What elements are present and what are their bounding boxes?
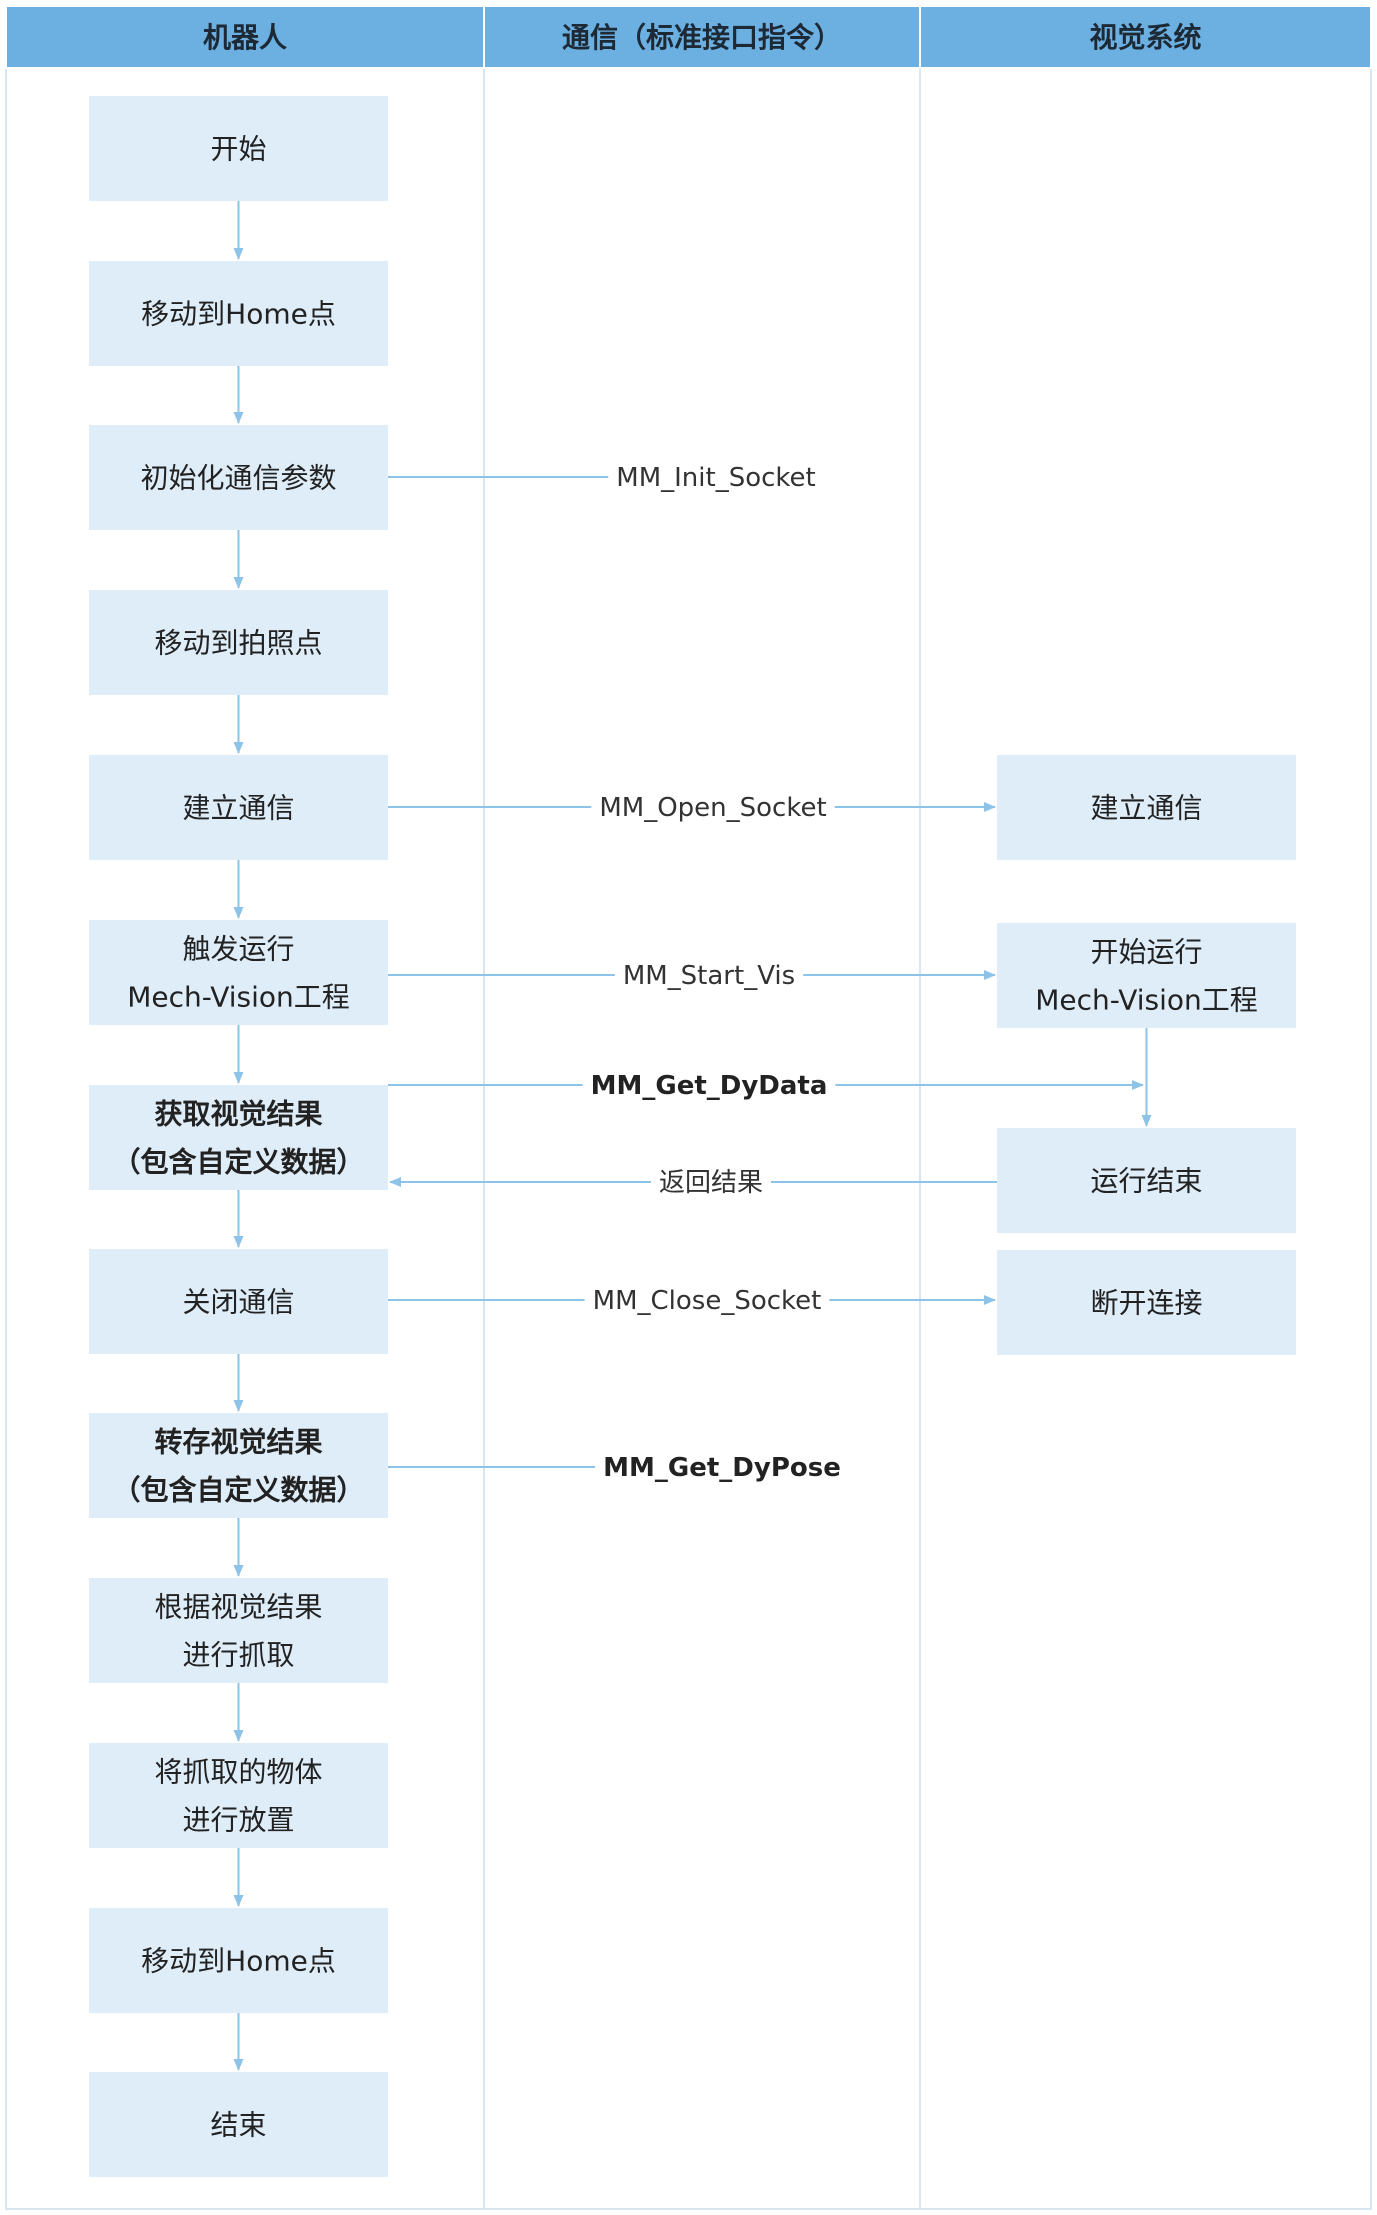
command-label-bg <box>608 461 824 495</box>
node-box <box>997 755 1296 860</box>
node-box <box>89 1578 388 1683</box>
node-v_disconnect: 断开连接 <box>997 1250 1296 1355</box>
node-connect: 建立通信 <box>89 755 388 860</box>
node-label: 触发运行 <box>182 933 294 966</box>
command-label-cmd_getpose: MM_Get_DyPose <box>603 1453 841 1483</box>
command-label-cmd_start: MM_Start_Vis <box>623 961 795 991</box>
node-label: （包含自定义数据） <box>112 1474 364 1507</box>
node-box <box>89 920 388 1025</box>
node-home1: 移动到Home点 <box>89 261 388 366</box>
node-box <box>89 1743 388 1848</box>
node-close: 关闭通信 <box>89 1249 388 1354</box>
node-label: 进行放置 <box>182 1804 294 1837</box>
command-label-bg <box>582 1069 836 1103</box>
lane-header-robot: 机器人 <box>5 5 485 69</box>
node-box <box>89 1413 388 1518</box>
node-label: 根据视觉结果 <box>154 1591 322 1624</box>
node-v_done: 运行结束 <box>997 1128 1296 1233</box>
node-label: Mech-Vision工程 <box>1035 984 1258 1017</box>
node-label: 初始化通信参数 <box>140 462 336 495</box>
node-box <box>997 923 1296 1028</box>
node-label: 进行抓取 <box>182 1639 294 1672</box>
node-init: 初始化通信参数 <box>89 425 388 530</box>
node-label: 结束 <box>210 2109 266 2142</box>
node-label: 移动到Home点 <box>141 1945 336 1978</box>
swimlanes: 机器人 通信（标准接口指令） 视觉系统 <box>5 5 1372 2210</box>
node-label: 移动到拍照点 <box>154 627 322 660</box>
lane-header-label: 通信（标准接口指令） <box>562 21 842 54</box>
node-label: 运行结束 <box>1090 1165 1202 1198</box>
node-box <box>89 2072 388 2177</box>
node-box <box>89 590 388 695</box>
command-label-bg <box>591 791 835 825</box>
node-box <box>997 1128 1296 1233</box>
node-label: （包含自定义数据） <box>112 1146 364 1179</box>
node-label: 获取视觉结果 <box>154 1098 322 1131</box>
node-label: Mech-Vision工程 <box>127 981 350 1014</box>
command-labels: MM_Init_SocketMM_Open_SocketMM_Start_Vis… <box>582 461 849 1485</box>
node-home2: 移动到Home点 <box>89 1908 388 2013</box>
node-start: 开始 <box>89 96 388 201</box>
node-box <box>89 425 388 530</box>
command-label-cmd_init: MM_Init_Socket <box>616 463 815 493</box>
lane-header-label: 视觉系统 <box>1089 21 1201 54</box>
command-label-bg <box>584 1284 830 1318</box>
lane-header-vision: 视觉系统 <box>919 5 1372 69</box>
node-box <box>89 261 388 366</box>
node-label: 建立通信 <box>182 792 294 825</box>
node-trigger: 触发运行 Mech-Vision工程 <box>89 920 388 1025</box>
command-label-cmd_getdata: MM_Get_DyData <box>591 1071 828 1101</box>
node-box <box>89 96 388 201</box>
node-box <box>89 1249 388 1354</box>
command-label-bg <box>650 1166 772 1200</box>
node-label: 移动到Home点 <box>141 298 336 331</box>
node-photo: 移动到拍照点 <box>89 590 388 695</box>
node-label: 开始运行 <box>1090 936 1202 969</box>
command-label-cmd_open: MM_Open_Socket <box>599 793 826 823</box>
node-label: 关闭通信 <box>182 1286 294 1319</box>
node-box <box>89 755 388 860</box>
node-label: 开始 <box>210 133 266 166</box>
node-box <box>997 1250 1296 1355</box>
node-label: 转存视觉结果 <box>154 1426 322 1459</box>
node-getresult: 获取视觉结果 （包含自定义数据） <box>89 1085 388 1190</box>
node-box <box>89 1908 388 2013</box>
command-label-cmd_return: 返回结果 <box>659 1168 763 1198</box>
lane-header-label: 机器人 <box>203 21 287 54</box>
node-label: 将抓取的物体 <box>154 1756 322 1789</box>
node-v_start: 开始运行 Mech-Vision工程 <box>997 923 1296 1028</box>
lane-header-comm: 通信（标准接口指令） <box>483 5 921 69</box>
command-label-cmd_close: MM_Close_Socket <box>593 1286 822 1316</box>
command-label-bg <box>595 1451 849 1485</box>
command-label-bg <box>614 959 804 993</box>
node-end: 结束 <box>89 2072 388 2177</box>
node-v_connect: 建立通信 <box>997 755 1296 860</box>
node-save: 转存视觉结果 （包含自定义数据） <box>89 1413 388 1518</box>
lane-comm <box>483 5 921 2210</box>
node-box <box>89 1085 388 1190</box>
node-label: 建立通信 <box>1090 792 1202 825</box>
node-label: 断开连接 <box>1090 1287 1202 1320</box>
